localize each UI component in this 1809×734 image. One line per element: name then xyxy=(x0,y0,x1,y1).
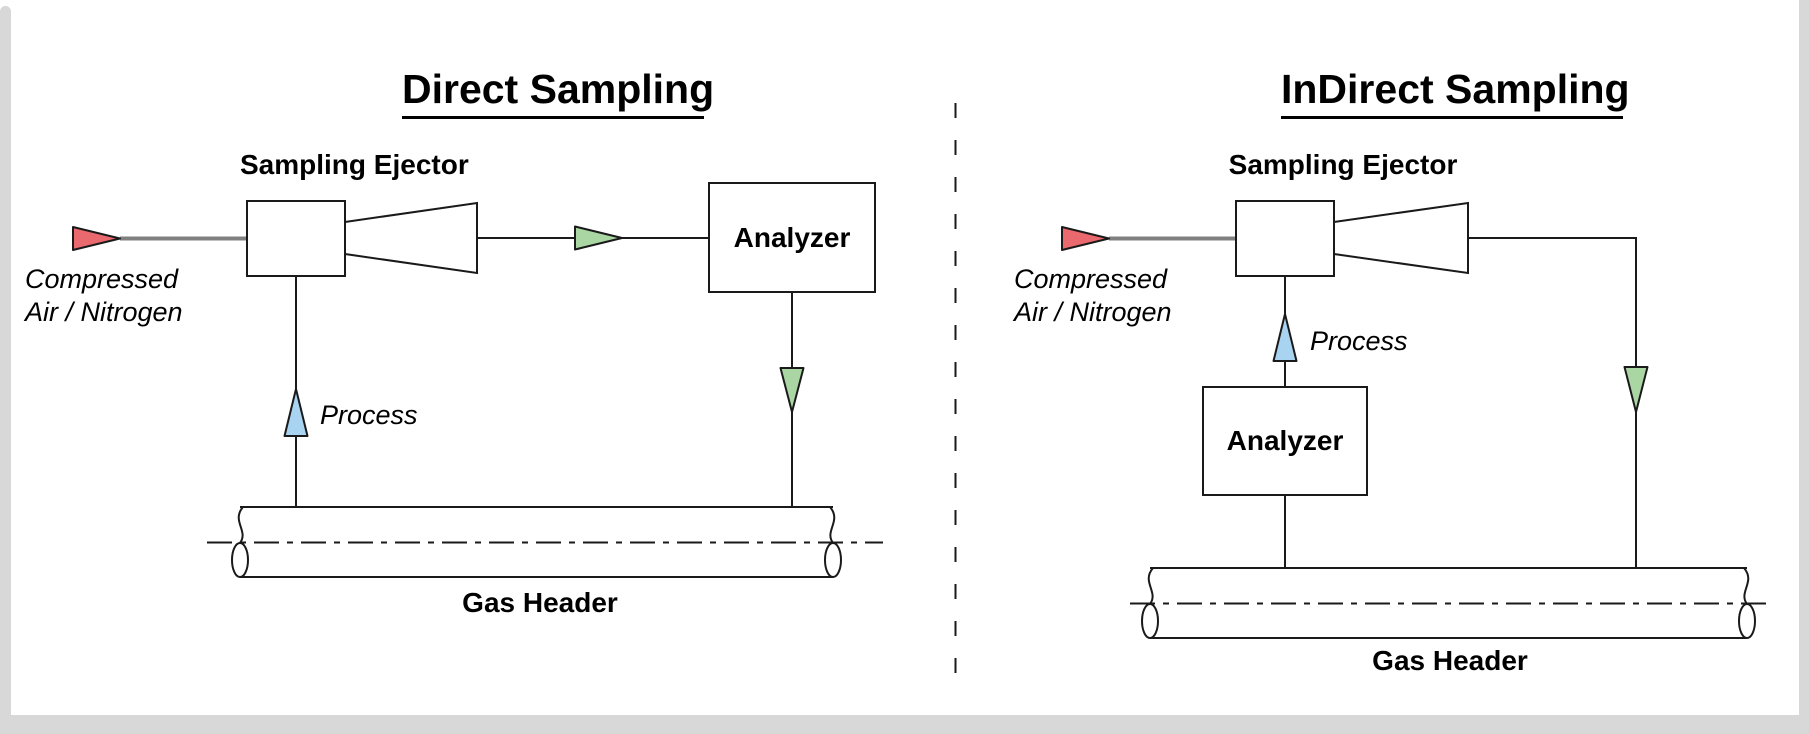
compressed-air-label: Compressed Air / Nitrogen xyxy=(1014,263,1172,329)
sampling-ejector-label: Sampling Ejector xyxy=(240,149,469,180)
compressed-air-arrow-icon xyxy=(72,226,121,251)
compressed-air-arrow-icon xyxy=(1061,226,1110,251)
return-flow-arrow-icon xyxy=(1623,366,1649,413)
gas-header-label: Gas Header xyxy=(462,587,618,618)
sample-flow-arrow-icon xyxy=(574,225,623,251)
compressed-air-label-line2: Air / Nitrogen xyxy=(1014,297,1172,327)
analyzer-box xyxy=(708,182,876,293)
analyzer-label: Analyzer xyxy=(733,221,851,253)
analyzer-box xyxy=(1202,386,1368,496)
pipe-break-icon xyxy=(1141,603,1159,639)
pipe-break-icon xyxy=(1738,603,1756,639)
pipe-break-icon xyxy=(237,506,244,544)
direct-sampling-diagram xyxy=(72,182,883,578)
ejector-body xyxy=(246,200,346,277)
window-edge-bottom xyxy=(0,715,1809,734)
pipe-break-icon xyxy=(1743,567,1750,605)
pipe-break-icon xyxy=(824,542,842,578)
indirect-sampling-diagram xyxy=(1061,200,1767,639)
compressed-air-label-line1: Compressed xyxy=(25,264,179,294)
compressed-air-label: Compressed Air / Nitrogen xyxy=(25,263,183,329)
ejector-diffuser xyxy=(1333,201,1469,275)
compressed-air-label-line1: Compressed xyxy=(1014,264,1168,294)
pipe-break-icon xyxy=(231,542,249,578)
ejector-diffuser xyxy=(344,201,478,275)
return-flow-arrow-icon xyxy=(779,367,805,413)
process-label: Process xyxy=(320,400,418,430)
window-edge-right xyxy=(1799,0,1809,734)
indirect-sampling-title: InDirect Sampling xyxy=(1281,67,1630,119)
pipe-break-icon xyxy=(1147,567,1154,605)
process-flow-arrow-icon xyxy=(283,388,309,437)
gas-header-label: Gas Header xyxy=(1372,645,1528,676)
window-edge-left xyxy=(0,6,11,734)
direct-sampling-title: Direct Sampling xyxy=(402,67,714,119)
analyzer-label: Analyzer xyxy=(1226,425,1344,456)
discharge-line xyxy=(1468,237,1637,568)
process-flow-arrow-icon xyxy=(1272,313,1298,362)
pipe-break-icon xyxy=(829,506,836,544)
compressed-air-label-line2: Air / Nitrogen xyxy=(25,297,183,327)
ejector-body xyxy=(1235,200,1335,277)
sampling-ejector-label: Sampling Ejector xyxy=(1228,149,1458,180)
process-label: Process xyxy=(1310,326,1408,356)
